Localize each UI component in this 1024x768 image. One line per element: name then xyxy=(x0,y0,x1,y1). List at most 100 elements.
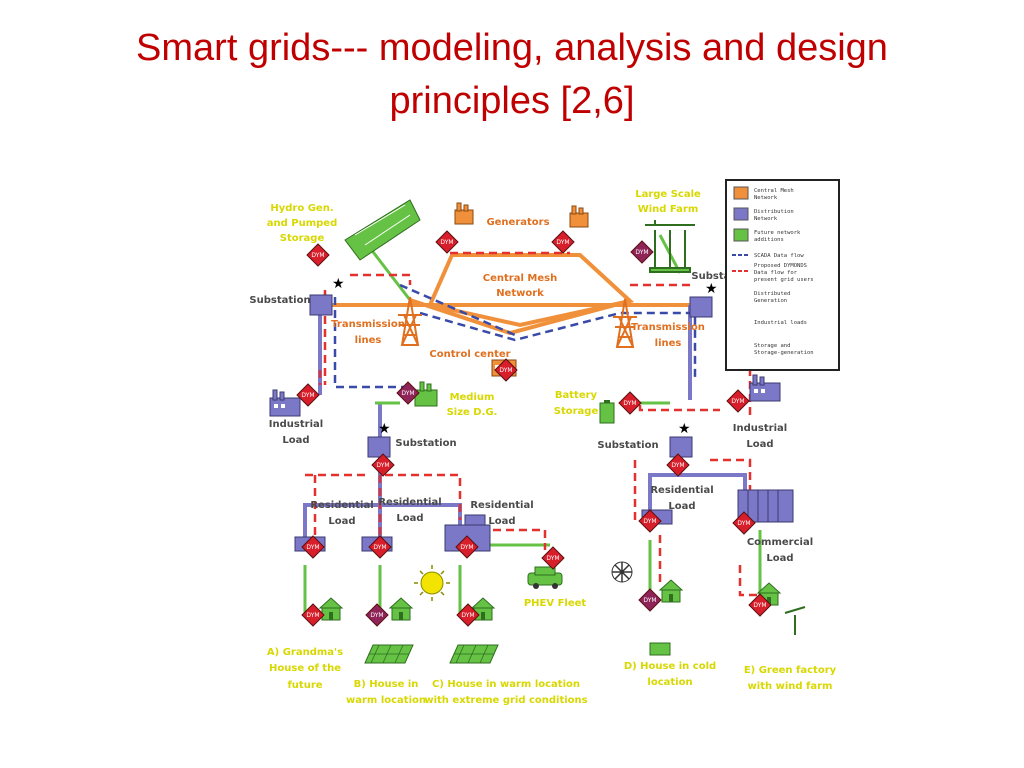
label-wind-2: Wind Farm xyxy=(638,204,699,215)
label-residential-3a: Residential xyxy=(470,500,533,511)
dym-node: DYM xyxy=(365,603,389,627)
label-residential-1a: Residential xyxy=(310,500,373,511)
title-line-1: Smart grids--- modeling, analysis and de… xyxy=(136,27,888,69)
label-house-b-1: B) House in xyxy=(354,679,419,690)
legend-distribution-2: Network xyxy=(754,216,778,222)
label-battery-1: Battery xyxy=(555,390,598,401)
battery-icon xyxy=(599,400,615,424)
legend-proposed-1: Proposed DYMONDS xyxy=(754,263,807,269)
label-house-c-2: with extreme grid conditions xyxy=(424,695,587,706)
dym-node: DYM xyxy=(541,546,565,570)
legend-future-2: additions xyxy=(754,237,784,243)
dym-node: DYM xyxy=(666,453,690,477)
label-generators: Generators xyxy=(486,217,549,228)
label-central-mesh-2: Network xyxy=(496,288,544,299)
battery-house-d-icon xyxy=(649,642,671,656)
label-medium-dg-1: Medium xyxy=(450,392,495,403)
label-residential-1b: Load xyxy=(328,516,355,527)
substation-right-low: ★ xyxy=(669,420,693,458)
dym-node: DYM xyxy=(456,603,480,627)
label-transmission-left-1: Transmission xyxy=(331,319,405,330)
slide-title: Smart grids--- modeling, analysis and de… xyxy=(60,22,964,128)
legend-central-mesh-1: Central Mesh xyxy=(754,188,794,194)
generator-right xyxy=(569,205,589,228)
dym-node: DYM xyxy=(296,383,320,407)
svg-text:DYM: DYM xyxy=(737,520,750,527)
legend-swatch-central-mesh xyxy=(733,186,749,200)
legend-central-mesh-2: Network xyxy=(754,195,778,201)
svg-text:DYM: DYM xyxy=(301,392,314,399)
svg-text:DYM: DYM xyxy=(643,518,656,525)
label-industrial-right-2: Load xyxy=(746,439,773,450)
svg-text:★: ★ xyxy=(332,275,345,291)
dym-node: DYM xyxy=(371,453,395,477)
svg-text:DYM: DYM xyxy=(671,462,684,469)
dym-node: DYM xyxy=(494,358,518,382)
label-transmission-right-2: lines xyxy=(655,338,682,349)
legend-storage-2: Storage-generation xyxy=(754,350,814,356)
title-line-2: principles [2,6] xyxy=(389,80,635,122)
legend-industrial: Industrial loads xyxy=(754,320,807,326)
svg-text:DYM: DYM xyxy=(311,252,324,259)
label-house-a-2: House of the xyxy=(269,663,341,674)
label-house-a-3: future xyxy=(287,680,322,691)
dym-node: DYM xyxy=(551,230,575,254)
label-residential-4a: Residential xyxy=(650,485,713,496)
dym-node: DYM xyxy=(396,381,420,405)
hydro-dam xyxy=(344,199,421,261)
label-medium-dg-2: Size D.G. xyxy=(447,407,498,418)
dym-node: DYM xyxy=(301,535,325,559)
label-transmission-left-2: lines xyxy=(355,335,382,346)
label-substation-right: Substation xyxy=(691,271,752,282)
smart-grid-diagram: ★ ★ ★ ★ DYMDYMDYMDYMDYMDYMDYMDYMDYMDYMDY… xyxy=(250,179,840,706)
label-battery-2: Storage xyxy=(554,406,599,417)
solar-panel-b xyxy=(364,644,414,664)
house-b-icon xyxy=(389,597,413,621)
svg-text:DYM: DYM xyxy=(623,400,636,407)
small-wind-turbine-icon xyxy=(784,606,806,635)
wind-farm xyxy=(645,220,695,273)
svg-text:DYM: DYM xyxy=(440,239,453,246)
svg-text:DYM: DYM xyxy=(460,544,473,551)
generator-left xyxy=(454,202,474,225)
svg-text:DYM: DYM xyxy=(753,602,766,609)
industrial-load-left-icon xyxy=(269,389,301,417)
label-house-c-1: C) House in warm location xyxy=(432,679,580,690)
label-substation-mid: Substation xyxy=(395,438,456,449)
label-hydro-1: Hydro Gen. xyxy=(270,203,333,214)
label-residential-4b: Load xyxy=(668,501,695,512)
label-house-d-1: D) House in cold xyxy=(624,661,716,672)
svg-text:DYM: DYM xyxy=(556,239,569,246)
dym-node: DYM xyxy=(726,389,750,413)
label-house-b-2: warm location xyxy=(346,695,426,706)
solar-panel-c xyxy=(449,644,499,664)
legend-proposed-3: present grid users xyxy=(754,277,814,283)
dym-node: DYM xyxy=(638,588,662,612)
label-central-mesh-1: Central Mesh xyxy=(483,273,557,284)
label-industrial-left-2: Load xyxy=(282,435,309,446)
legend-swatch-distribution xyxy=(733,207,749,221)
dym-node: DYM xyxy=(748,593,772,617)
substation-right: ★ xyxy=(689,280,718,318)
label-commercial-1: Commercial xyxy=(747,537,813,548)
diagram-labels: Hydro Gen. and Pumped Storage Generators… xyxy=(250,189,837,706)
dym-node: DYM xyxy=(368,535,392,559)
house-a-icon xyxy=(319,597,343,621)
label-residential-2b: Load xyxy=(396,513,423,524)
svg-text:DYM: DYM xyxy=(306,544,319,551)
label-wind-1: Large Scale xyxy=(635,189,701,200)
substation-left: ★ xyxy=(309,275,345,316)
dym-node: DYM xyxy=(732,511,756,535)
label-substation-left: Substation xyxy=(250,295,311,306)
svg-text:★: ★ xyxy=(678,420,691,436)
svg-text:DYM: DYM xyxy=(731,398,744,405)
legend-storage-1: Storage and xyxy=(754,343,790,349)
label-control-center: Control center xyxy=(429,349,510,360)
label-commercial-2: Load xyxy=(766,553,793,564)
svg-text:DYM: DYM xyxy=(373,544,386,551)
svg-text:DYM: DYM xyxy=(370,612,383,619)
svg-text:DYM: DYM xyxy=(306,612,319,619)
label-house-d-2: location xyxy=(647,677,692,688)
snowflake-icon xyxy=(611,561,633,583)
dym-node: DYM xyxy=(306,243,330,267)
